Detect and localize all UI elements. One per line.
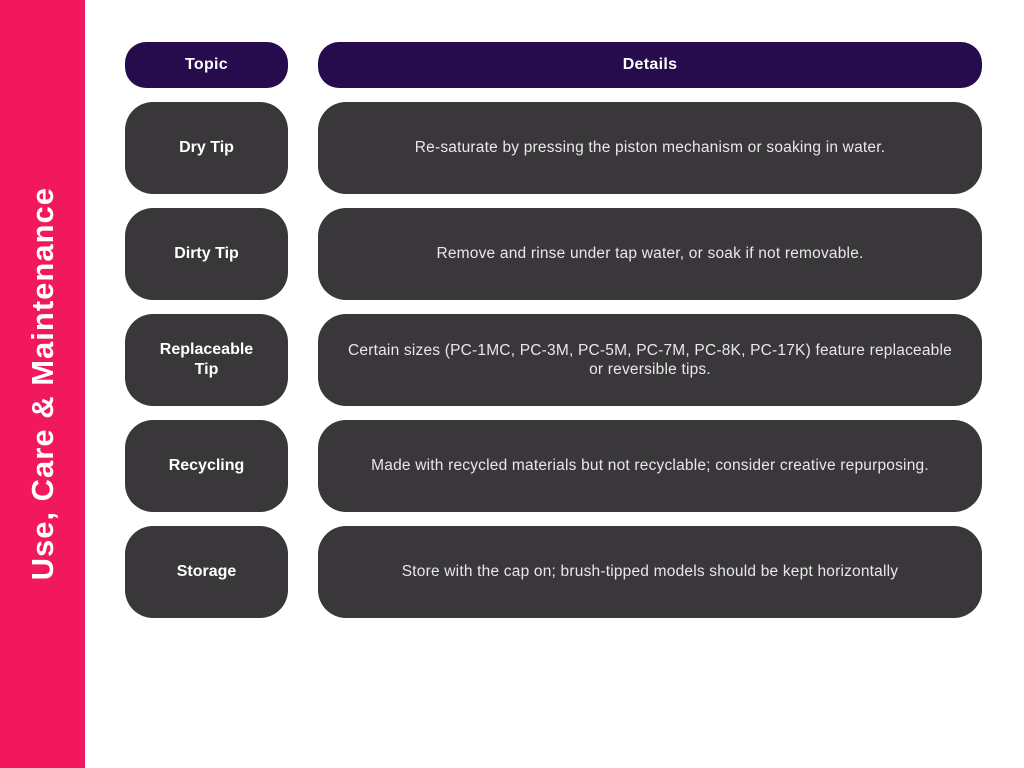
table-row-details: Store with the cap on; brush-tipped mode… xyxy=(318,526,982,618)
slide-title: Use, Care & Maintenance xyxy=(24,187,60,581)
table-row-details: Remove and rinse under tap water, or soa… xyxy=(318,208,982,300)
slide-accent-sidebar: Use, Care & Maintenance xyxy=(0,0,85,768)
table-row-topic: Replaceable Tip xyxy=(125,314,288,406)
table-row-details: Made with recycled materials but not rec… xyxy=(318,420,982,512)
column-header-details: Details xyxy=(318,42,982,88)
table-row-details: Re-saturate by pressing the piston mecha… xyxy=(318,102,982,194)
table-row-topic: Recycling xyxy=(125,420,288,512)
care-maintenance-table: Topic Details Dry Tip Re-saturate by pre… xyxy=(125,42,982,618)
table-row-topic: Dirty Tip xyxy=(125,208,288,300)
table-row-topic: Storage xyxy=(125,526,288,618)
table-row-details: Certain sizes (PC-1MC, PC-3M, PC-5M, PC-… xyxy=(318,314,982,406)
table-row-topic: Dry Tip xyxy=(125,102,288,194)
column-header-topic: Topic xyxy=(125,42,288,88)
